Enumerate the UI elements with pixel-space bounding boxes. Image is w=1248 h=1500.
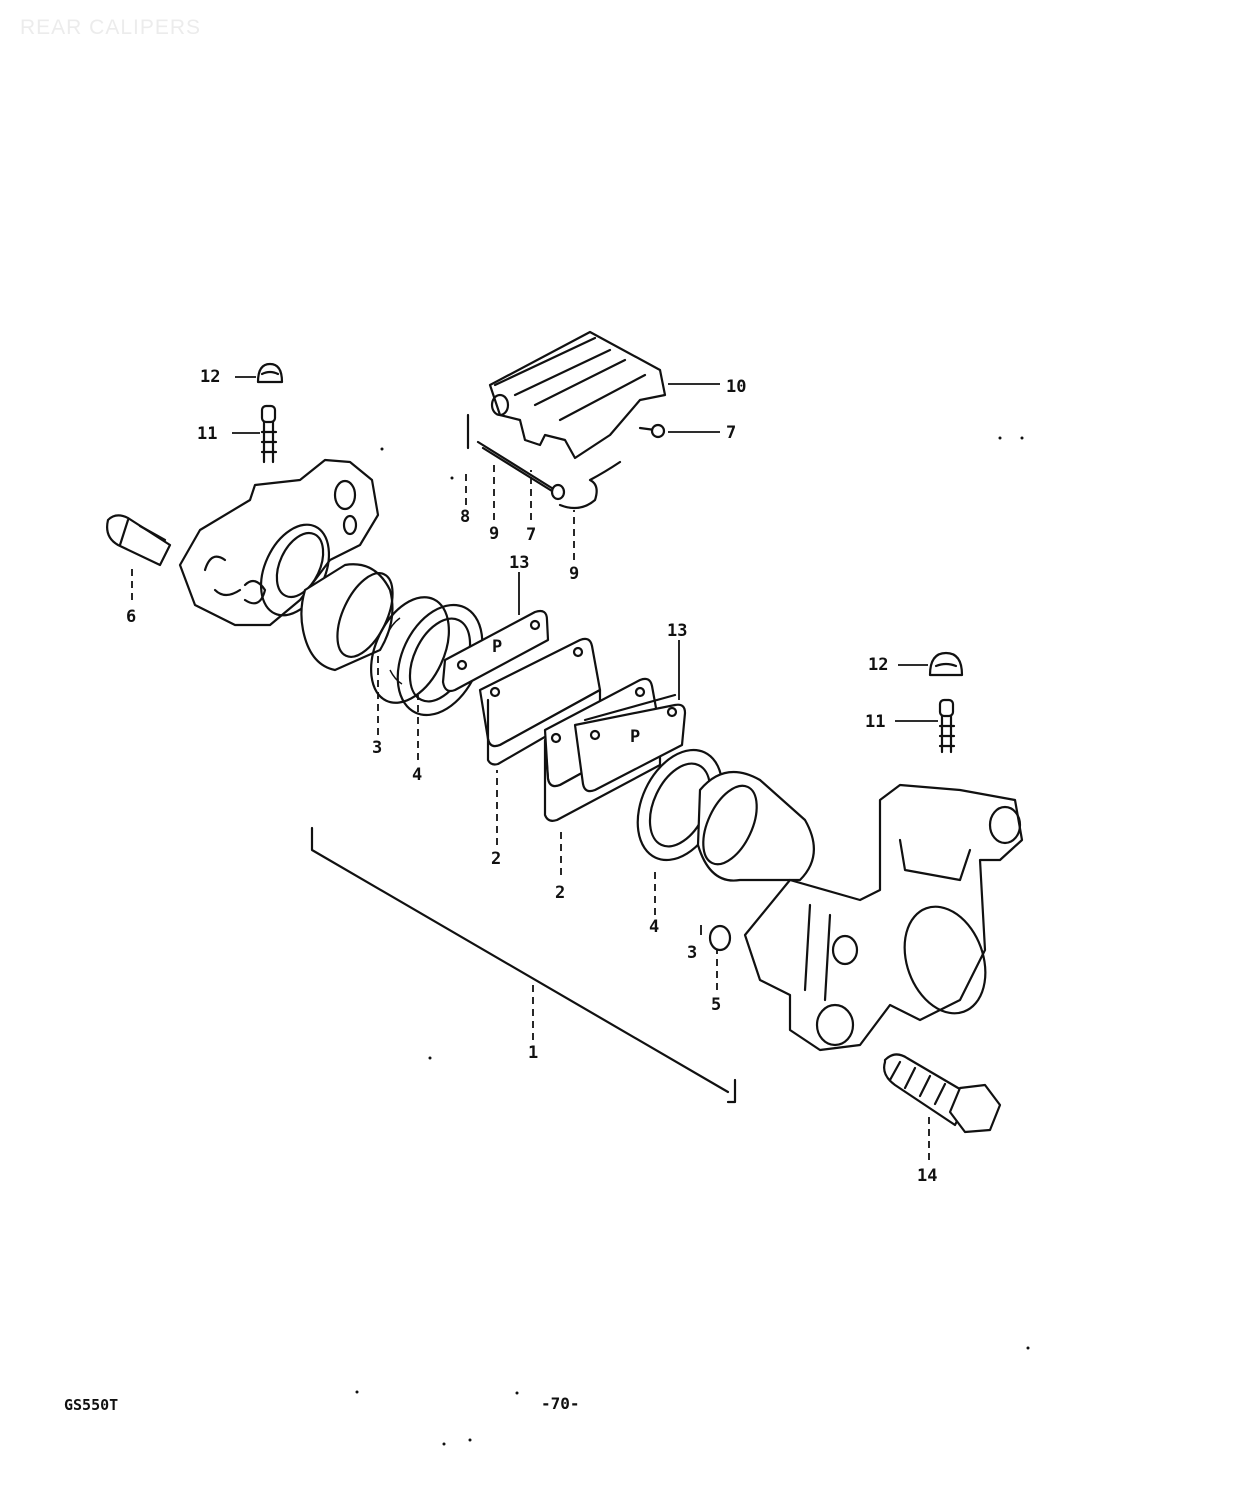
callout-14: 14 xyxy=(917,1166,937,1186)
callout-3-left: 3 xyxy=(372,738,382,758)
callout-11-right: 11 xyxy=(865,712,885,732)
left-caliper-body xyxy=(178,458,380,627)
svg-text:P: P xyxy=(630,727,640,747)
right-piston xyxy=(696,770,815,882)
callout-1: 1 xyxy=(528,1043,538,1063)
assembly-bracket xyxy=(310,826,737,1104)
callout-3-right: 3 xyxy=(687,943,697,963)
right-bleeder-cap xyxy=(928,651,964,677)
left-brake-pad xyxy=(478,637,602,766)
callout-6: 6 xyxy=(126,607,136,627)
left-pad-shim: P xyxy=(441,609,550,693)
page-title: REAR CALIPERS xyxy=(20,16,202,39)
callout-7-left: 7 xyxy=(526,525,536,545)
svg-text:P: P xyxy=(492,637,502,657)
left-bleeder-valve xyxy=(260,404,278,464)
left-bleeder-cap xyxy=(256,362,284,384)
right-pad-shim: P xyxy=(573,693,687,793)
print-dots xyxy=(355,436,1030,1446)
callout-4-right: 4 xyxy=(649,917,659,937)
pad-spring xyxy=(488,330,667,460)
callout-9-right: 9 xyxy=(569,564,579,584)
mounting-bolt-left xyxy=(106,514,172,567)
mounting-bolt-right xyxy=(883,1053,1002,1134)
callout-11-left: 11 xyxy=(197,424,217,444)
left-piston xyxy=(300,563,394,672)
model-code: GS550T xyxy=(64,1396,119,1414)
callout-8: 8 xyxy=(460,507,470,527)
callout-12-right: 12 xyxy=(868,655,888,675)
callout-13-right: 13 xyxy=(667,621,687,641)
callout-10: 10 xyxy=(726,377,746,397)
pad-pin-small xyxy=(638,423,666,439)
callout-9-left: 9 xyxy=(489,524,499,544)
callout-4-left: 4 xyxy=(412,765,422,785)
page-number: -70- xyxy=(541,1394,580,1413)
pad-pin xyxy=(466,413,566,501)
callout-2-left: 2 xyxy=(491,849,501,869)
callout-7-right: 7 xyxy=(726,423,736,443)
right-caliper-body xyxy=(743,783,1024,1052)
callout-labels: 12 11 6 10 7 8 9 7 9 13 13 3 4 2 2 12 11… xyxy=(126,367,937,1186)
small-seal-ring xyxy=(708,924,732,952)
callout-13-left: 13 xyxy=(509,553,529,573)
pad-pin-clip xyxy=(558,460,622,510)
callout-5: 5 xyxy=(711,995,721,1015)
callout-12-left: 12 xyxy=(200,367,220,387)
leader-lines xyxy=(131,376,938,1160)
callout-2-right: 2 xyxy=(555,883,565,903)
right-bleeder-valve xyxy=(938,698,956,754)
